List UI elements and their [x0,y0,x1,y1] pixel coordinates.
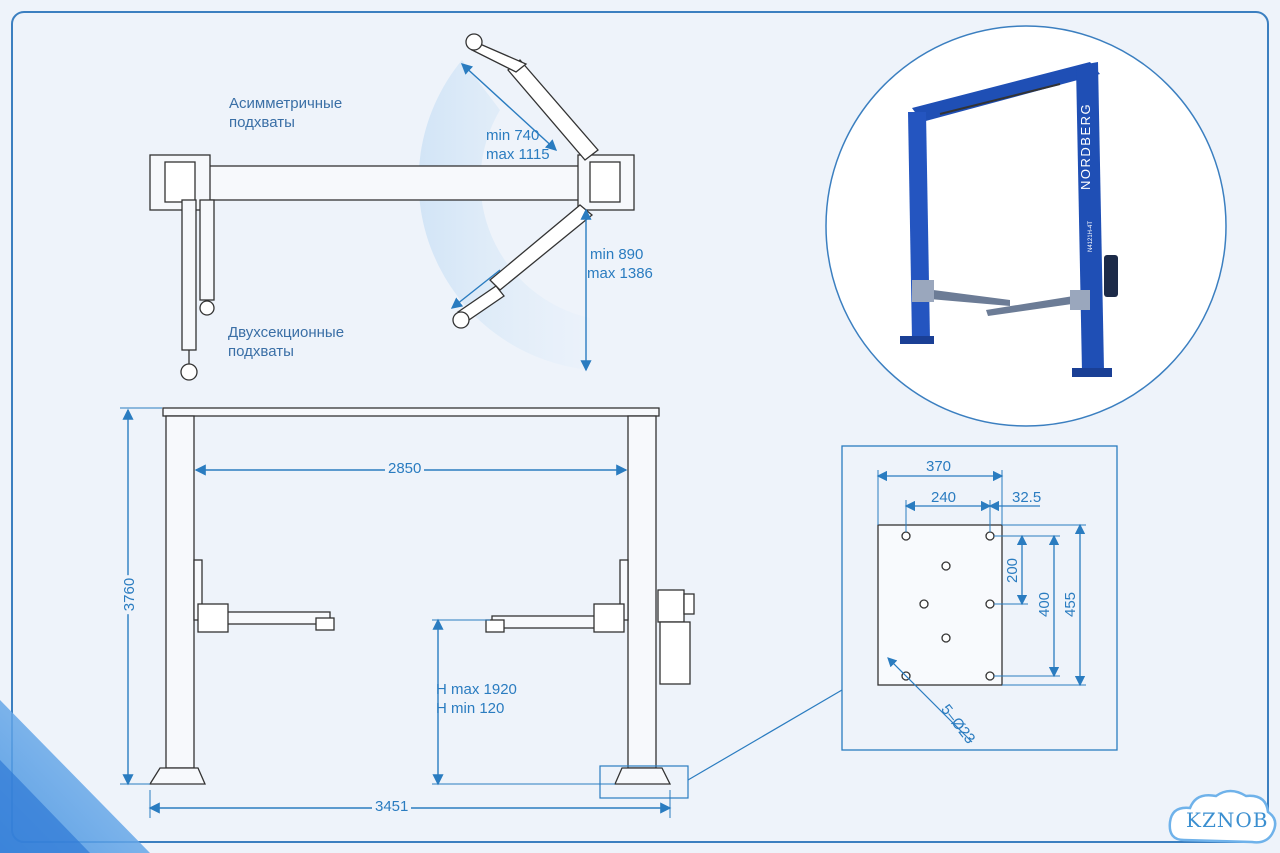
crossbeam [199,165,586,201]
top-beam [162,407,660,417]
arm-long-max: max 1386 [587,265,653,282]
twosec-label-line2: подхваты [228,343,294,360]
arm-short-dim [460,63,558,151]
plate-width-outer: 370 [926,458,952,475]
watermark-text: KZNOB [1186,808,1269,832]
watermark-badge [1168,789,1277,844]
right-arm-lower [489,204,594,291]
base-plate [877,524,1003,686]
photo-brand: NORDBERG [1078,103,1093,190]
inner-width-label: 2850 [385,460,425,477]
right-base [614,767,672,785]
hole [941,561,951,571]
hole [985,531,995,541]
hole-leader [887,657,973,743]
photo-model: N4121H-4T [1088,221,1094,252]
left-column [165,415,195,769]
arm-short-max: max 1115 [486,146,550,163]
hole [901,531,911,541]
right-arm-upper-pad [465,33,483,51]
overall-width-label: 3451 [372,798,412,815]
front-view [148,407,695,785]
right-arm-lower-pad [452,311,470,329]
plate-width-holes: 240 [931,489,957,506]
asym-label-line2: подхваты [229,114,295,131]
arm-long-min: min 890 [590,246,644,263]
arm-short-min: min 740 [486,127,540,144]
outer-frame [11,11,1269,843]
hole [985,671,995,681]
hole-spacing-long: 400 [1036,591,1054,618]
product-photo [900,62,1118,377]
twosec-label-line1: Двухсекционные [228,324,345,341]
hole [941,633,951,643]
plan-view [149,33,635,381]
h-max-label: H max 1920 [436,681,517,698]
left-base [148,767,206,785]
height-label: 3760 [121,574,139,615]
asym-label-line1: Асимметричные [229,95,343,112]
power-unit-motor [657,589,685,623]
plate-height: 455 [1062,591,1080,618]
left-arm-pad-a [180,363,198,381]
base-callout-box [599,765,689,799]
hole [919,599,929,609]
h-min-label: H min 120 [436,700,505,717]
left-arm-a [181,199,197,351]
swing-arc [418,60,590,370]
left-arm-b [199,199,215,301]
power-unit-tank [659,621,691,685]
right-column [627,415,657,769]
base-plate-frame [841,445,1118,751]
hole [985,599,995,609]
plate-edge-offset: 32.5 [1012,489,1042,506]
corner-decoration-light [0,760,90,853]
left-arm-pad-b [199,300,215,316]
hole-spacing-short: 200 [1004,557,1022,584]
